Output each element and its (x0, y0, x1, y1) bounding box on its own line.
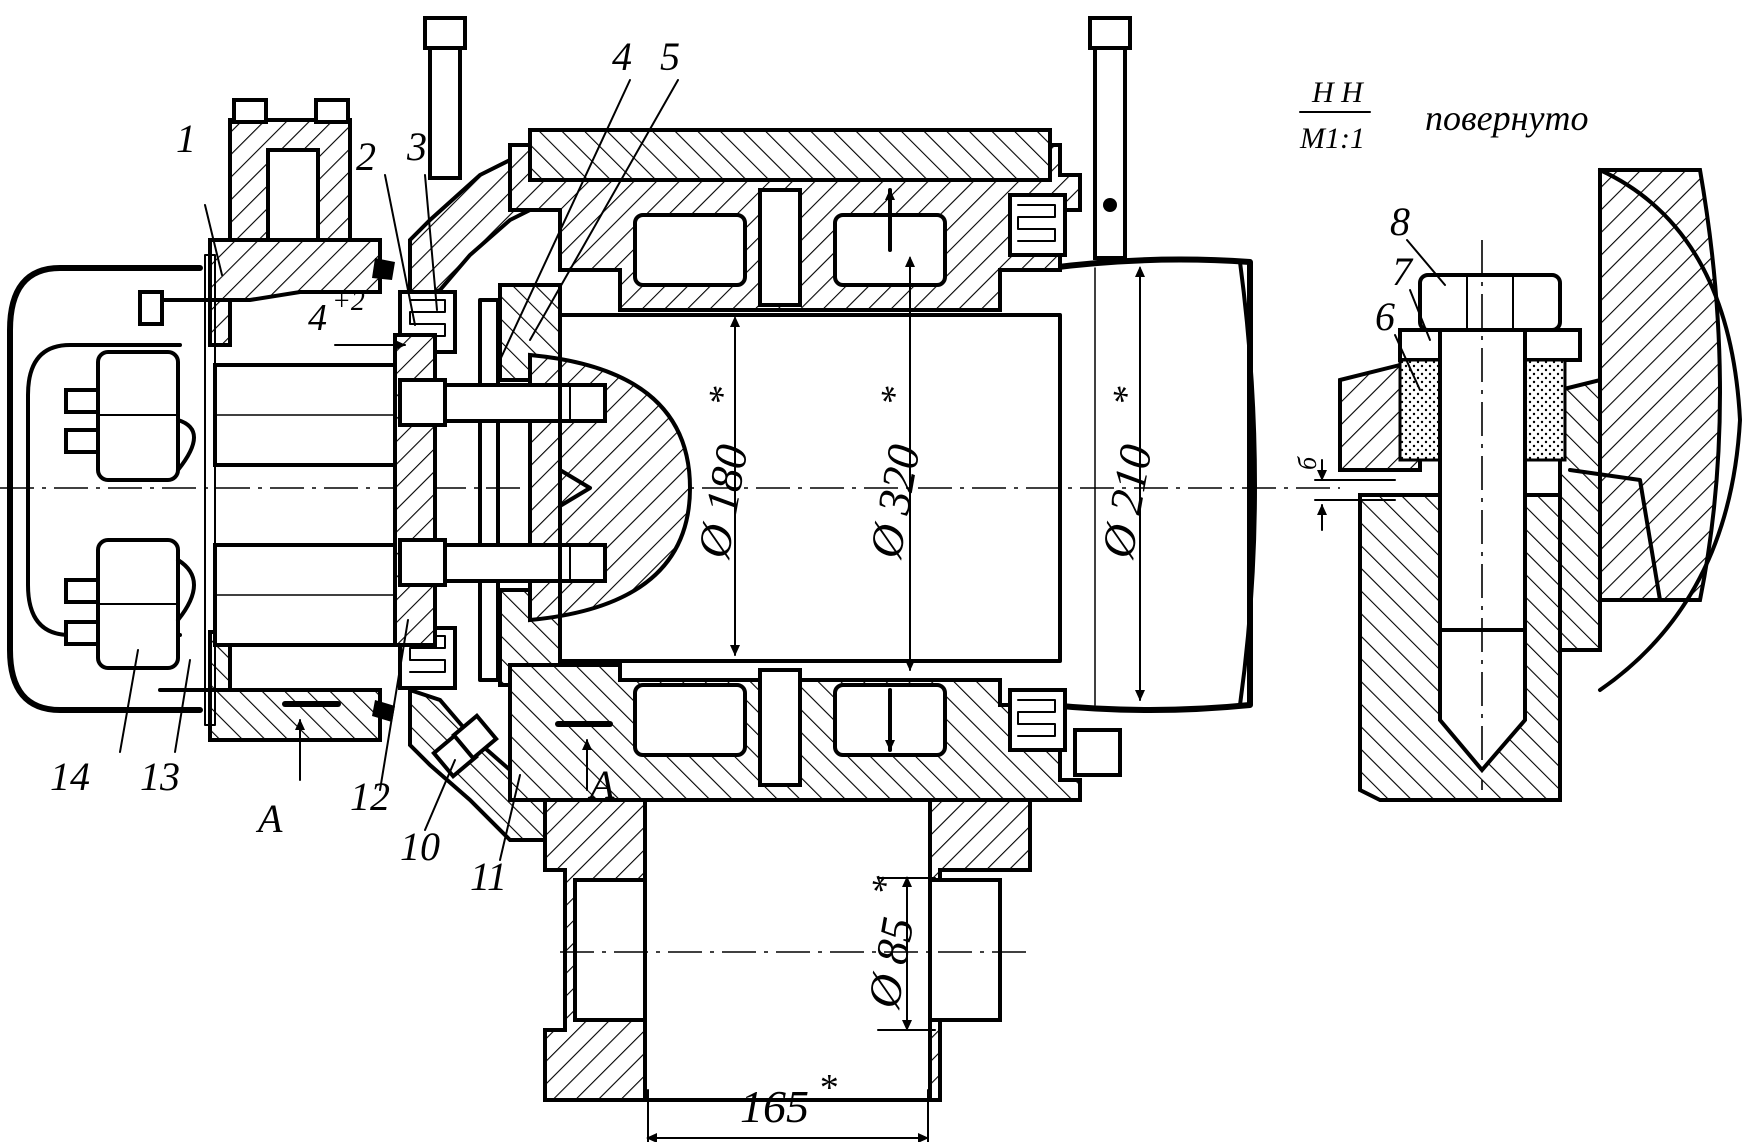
axle-journal (558, 313, 1062, 663)
part-label-2: 2 (356, 134, 376, 179)
part-label-3: 3 (406, 124, 427, 169)
housing-left-bottom (208, 630, 382, 742)
dim-d210: Ø 210 * (1091, 384, 1161, 563)
detail-filler-left (1398, 358, 1442, 462)
top-nut-right (314, 98, 350, 124)
part-label-7: 7 (1392, 249, 1414, 294)
bolt-11 (431, 713, 499, 779)
plate-13 (204, 254, 216, 726)
svg-text:Ø 320: Ø 320 (859, 441, 929, 563)
section-mark-a-left: A (255, 796, 283, 841)
top-clamp-insert (266, 148, 320, 242)
side-nut (1073, 728, 1122, 777)
gap-value: 4 (308, 297, 327, 339)
main-assembly: 1 2 3 4 5 10 11 12 13 14 A A 4 +2 Ø 180 … (0, 16, 1340, 1142)
part-label-8: 8 (1390, 199, 1410, 244)
spring-seat-side-left (573, 878, 647, 1022)
svg-text:165: 165 (740, 1081, 809, 1132)
section-mark-a-right: A (587, 762, 615, 807)
axle-neck-edge (1238, 260, 1257, 707)
spring-seat-side-right (928, 878, 1002, 1022)
seal-lip-top (372, 258, 395, 280)
housing-left-top (208, 238, 382, 347)
labyrinth-right-top (1008, 193, 1067, 257)
gap-tolerance: +2 (332, 286, 365, 317)
part-label-6: 6 (1375, 294, 1395, 339)
svg-text:*: * (1104, 384, 1149, 410)
section-scale: M1:1 (1299, 122, 1365, 155)
top-nut-left (232, 98, 268, 124)
dim-d320: Ø 320 * (859, 384, 929, 563)
locking-plate (478, 298, 500, 682)
detail-wedge (1558, 377, 1602, 652)
svg-text:*: * (818, 1067, 837, 1109)
part-label-5: 5 (660, 34, 680, 79)
labyrinth-right-bottom (1008, 688, 1067, 752)
part-label-4: 4 (612, 34, 632, 79)
part-label-11-alt: 11 (470, 854, 507, 899)
end-bolts (398, 378, 607, 587)
leader-lines (119, 79, 679, 861)
part-label-12: 12 (350, 774, 390, 819)
spring-seat-opening (643, 798, 932, 1102)
end-cover (7, 265, 203, 713)
detail-bolt-head (1418, 273, 1562, 332)
detail-frame-right (1598, 168, 1722, 602)
detail-gap-b: б (1293, 456, 1322, 470)
lifting-bolt-right (1088, 16, 1132, 260)
lifting-bolt-left (423, 16, 467, 180)
part-label-14: 14 (50, 754, 90, 799)
nut-group-14 (64, 350, 196, 670)
svg-text:Ø 180: Ø 180 (687, 441, 757, 563)
section-note: повернуто (1425, 98, 1588, 138)
end-cover-inner (26, 343, 182, 637)
seal-lip-bottom (372, 700, 395, 722)
svg-text:*: * (700, 384, 745, 410)
detail-break-line (1598, 168, 1742, 692)
section-name: H H (1311, 76, 1365, 109)
part-label-1: 1 (176, 116, 196, 161)
part-label-13: 13 (140, 754, 180, 799)
detail-wedge-edge (1568, 468, 1662, 602)
part-label-10: 10 (400, 824, 440, 869)
detail-filler-right (1523, 358, 1567, 462)
detail-view-hh: H H M1:1 повернуто б 6 7 8 (1293, 76, 1742, 802)
dim-165: 165 * (740, 1067, 837, 1132)
axlebox-lid-top (528, 128, 1052, 182)
svg-text:Ø 210: Ø 210 (1091, 441, 1161, 563)
axle-neck (1047, 256, 1253, 713)
